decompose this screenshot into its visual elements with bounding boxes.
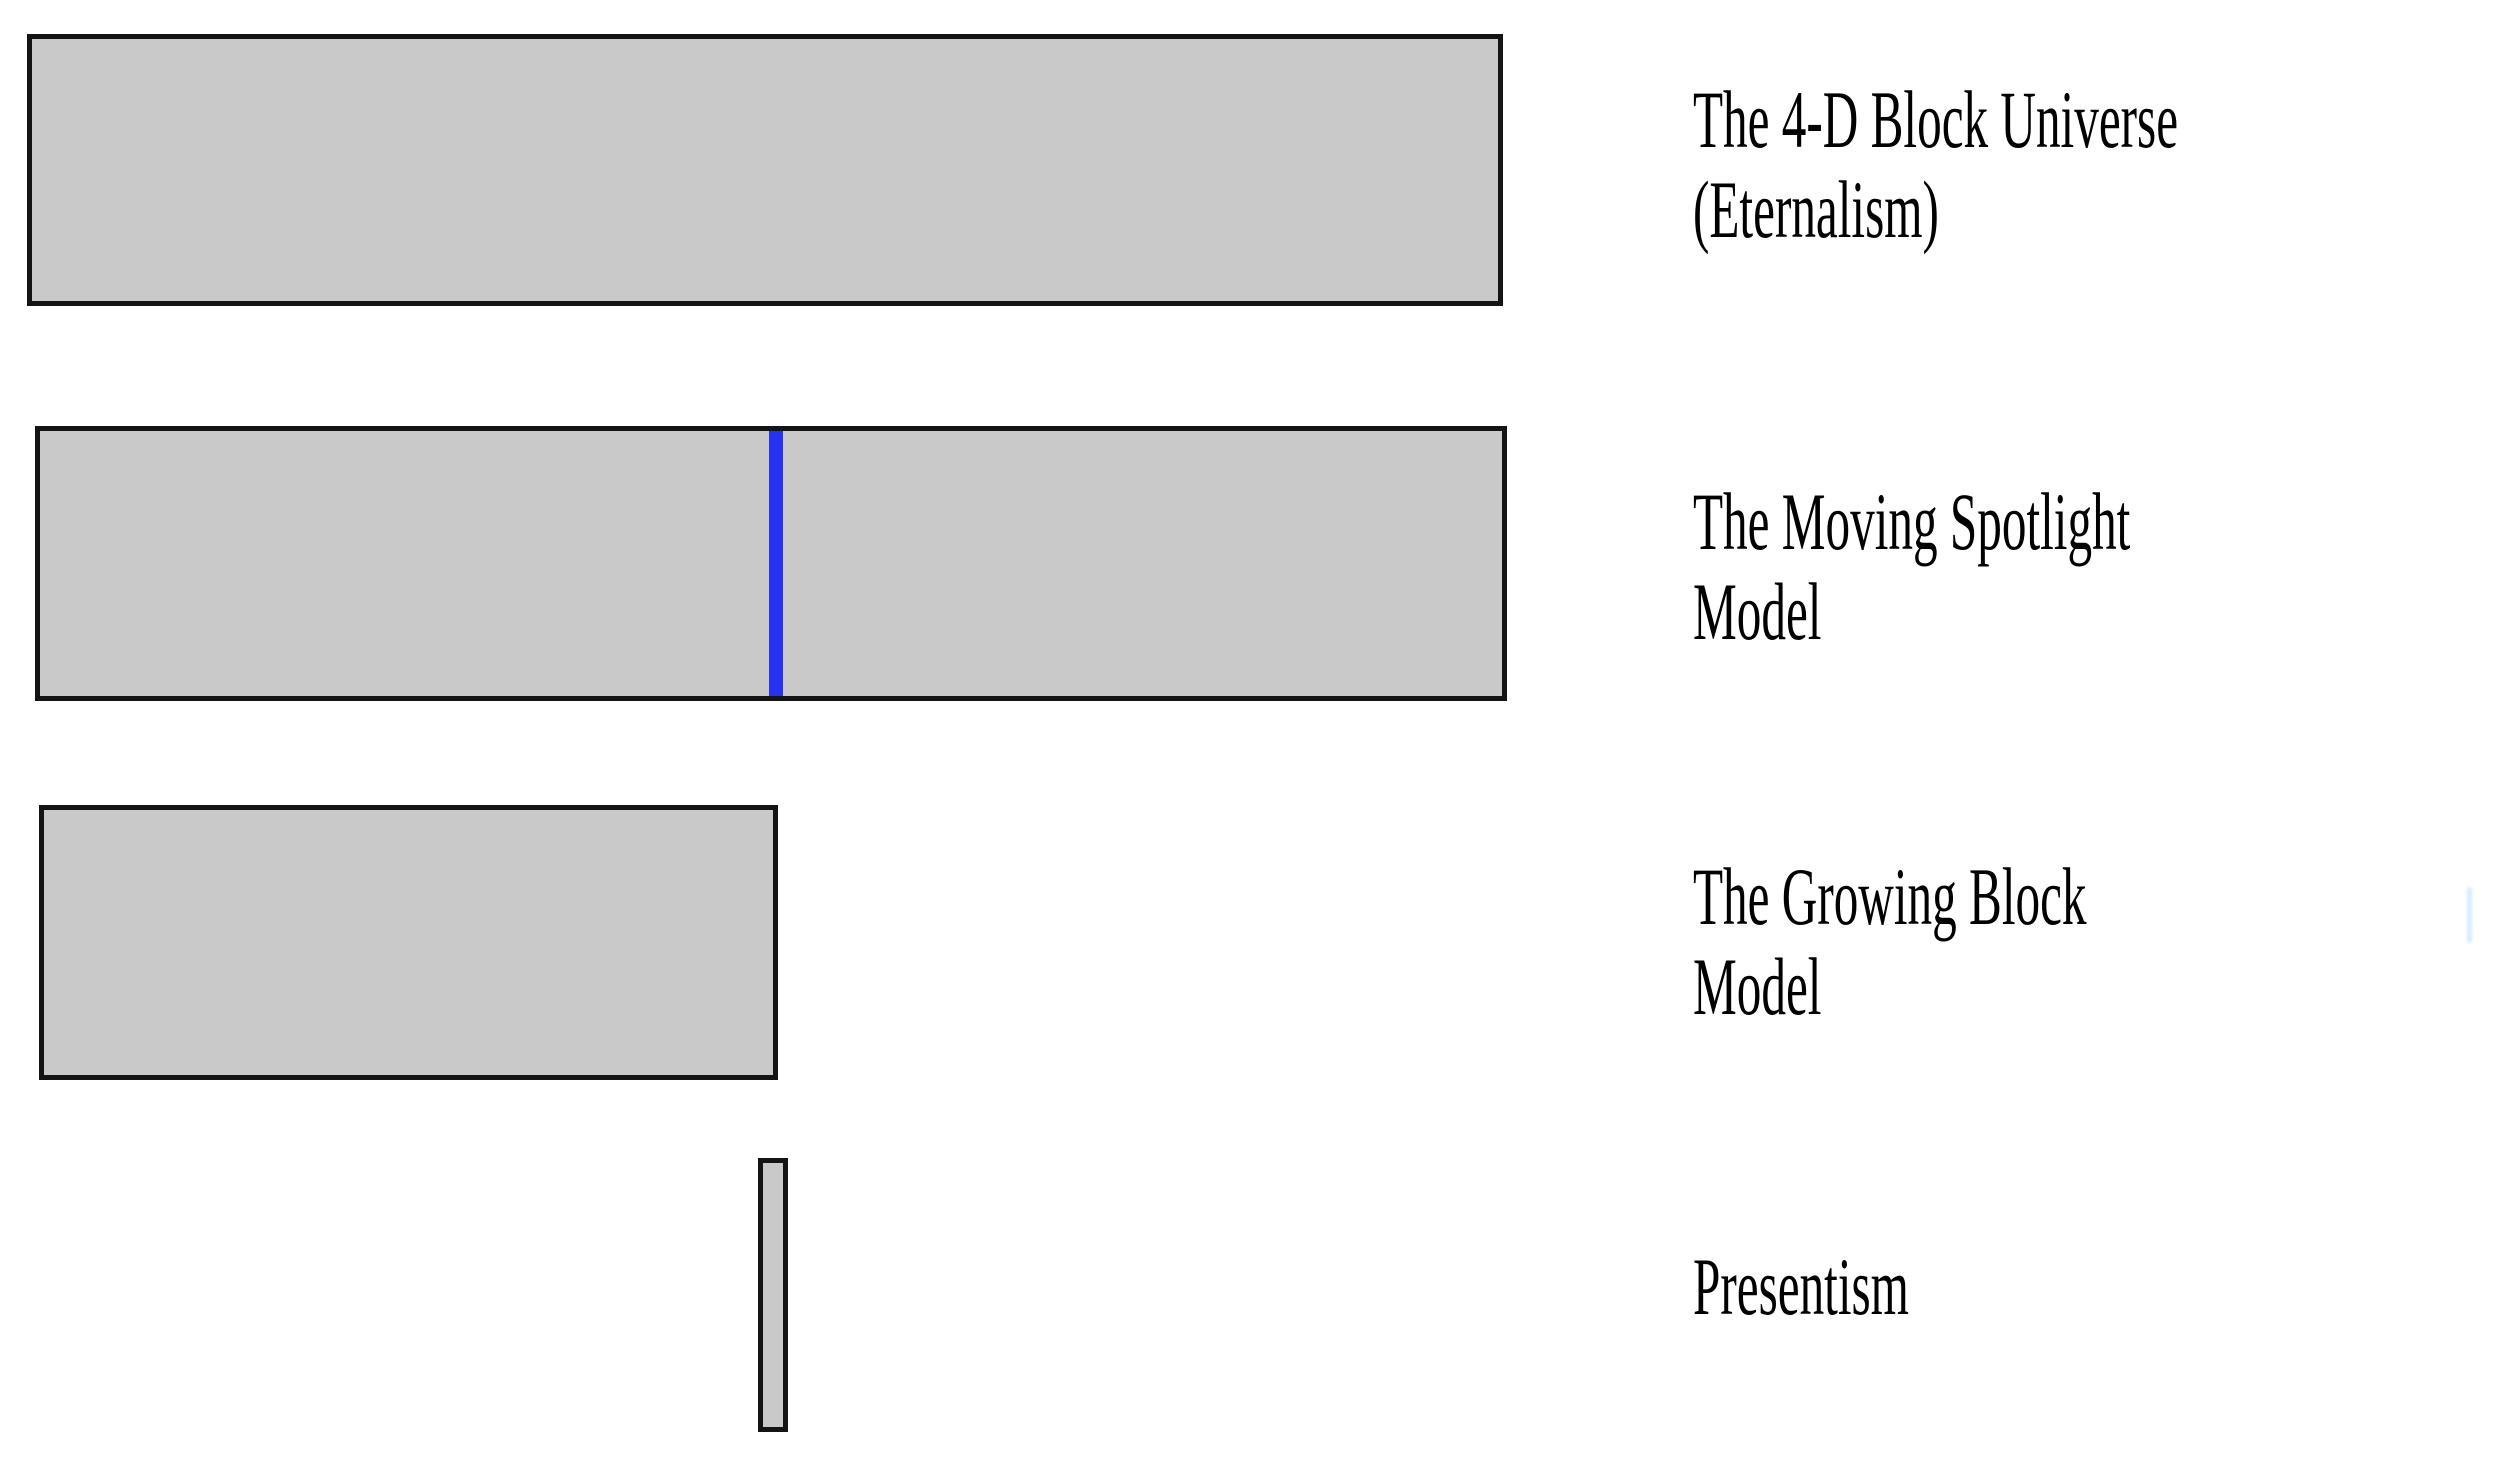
label-moving-spotlight: The Moving Spotlight Model <box>1693 477 2130 657</box>
label-line-2: Model <box>1693 941 1822 1032</box>
label-line-1: The Moving Spotlight <box>1693 476 2131 567</box>
label-growing-block: The Growing Block Model <box>1693 852 2087 1032</box>
label-block-universe: The 4-D Block Universe (Eternalism) <box>1693 75 2178 255</box>
label-line-2: Model <box>1693 566 1822 657</box>
label-line-1: Presentism <box>1693 1241 1909 1332</box>
label-presentism: Presentism <box>1693 1242 1909 1332</box>
moving-spotlight-bar <box>35 426 1507 701</box>
label-line-1: The 4-D Block Universe <box>1693 74 2179 165</box>
block-universe-bar <box>27 34 1503 306</box>
label-line-2: (Eternalism) <box>1693 164 1939 255</box>
label-line-1: The Growing Block <box>1693 851 2087 942</box>
present-moment-line <box>769 431 783 696</box>
edge-artifact-line <box>2467 887 2472 943</box>
presentism-bar <box>758 1158 788 1432</box>
growing-block-bar <box>39 805 778 1080</box>
